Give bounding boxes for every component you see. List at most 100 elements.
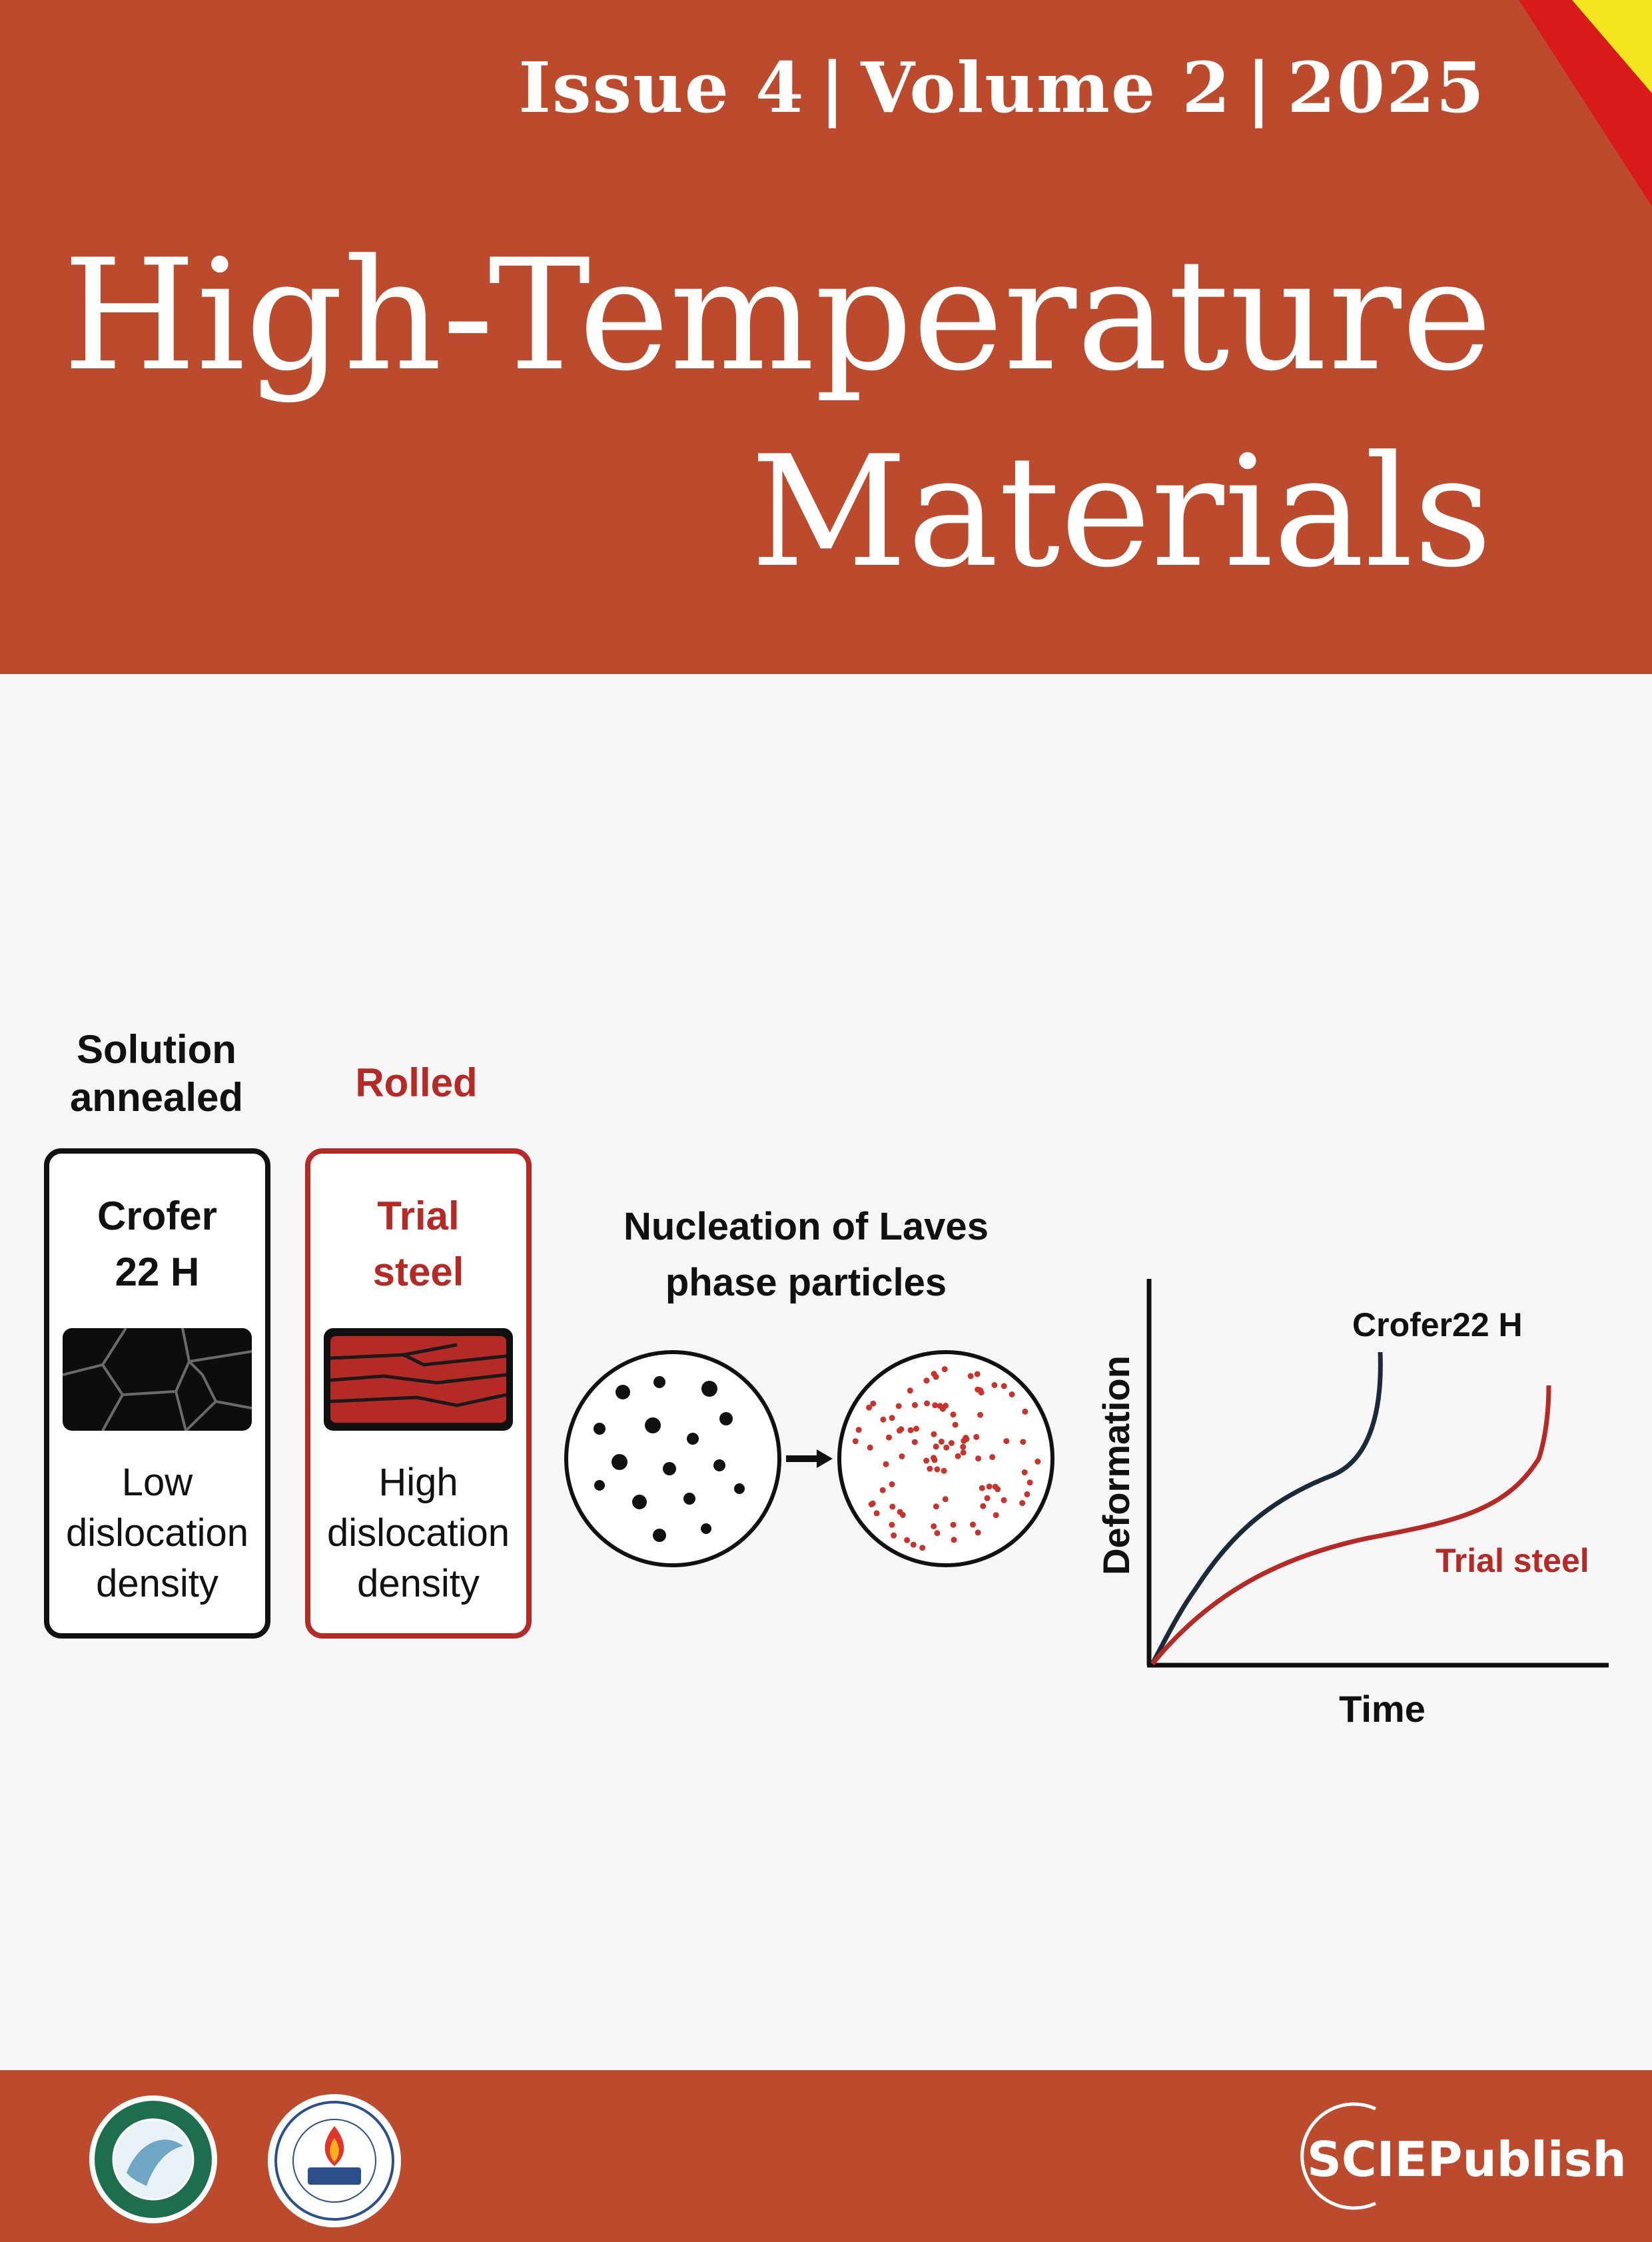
fine-precipitate-dot bbox=[931, 1431, 937, 1437]
coarse-precipitate-dots bbox=[594, 1376, 745, 1542]
fine-precipitate-dot bbox=[907, 1427, 914, 1433]
fine-precipitate-dot bbox=[923, 1457, 930, 1464]
skl-laboratory-seal-icon bbox=[268, 2094, 401, 2227]
fine-precipitate-dot bbox=[950, 1411, 957, 1418]
fine-precipitate-dot bbox=[1019, 1500, 1026, 1507]
journal-title-line2: Materials bbox=[750, 424, 1492, 601]
fine-precipitate-dot bbox=[855, 1427, 862, 1433]
fine-precipitate-dot bbox=[934, 1530, 941, 1537]
fine-precipitate-dot bbox=[955, 1453, 961, 1459]
fine-precipitate-dot bbox=[910, 1541, 917, 1548]
fine-precipitate-dot bbox=[986, 1483, 993, 1490]
fine-precipitate-dot bbox=[931, 1371, 937, 1377]
fine-precipitate-dot bbox=[977, 1411, 984, 1418]
series-label-crofer: Crofer22 H bbox=[1352, 1306, 1523, 1343]
series-label-trial-steel: Trial steel bbox=[1436, 1542, 1589, 1579]
fine-precipitate-dot bbox=[950, 1521, 957, 1528]
fine-precipitate-dot bbox=[942, 1496, 949, 1503]
issue-volume-year: Issue 4|Volume 2|2025 bbox=[518, 47, 1485, 129]
corner-ribbon-icon bbox=[1519, 0, 1652, 206]
fine-precipitate-dot bbox=[973, 1433, 980, 1440]
fine-precipitate-dot bbox=[879, 1487, 886, 1493]
fine-precipitate-dot bbox=[1027, 1479, 1033, 1486]
fine-precipitate-dot bbox=[933, 1443, 939, 1450]
fine-precipitate-dot bbox=[880, 1416, 887, 1423]
equiaxed-grain-microstructure-icon bbox=[63, 1328, 252, 1431]
fine-precipitate-dot bbox=[1034, 1458, 1041, 1465]
high-dislocation-label: High dislocation density bbox=[326, 1461, 510, 1605]
fine-precipitate-dot bbox=[904, 1537, 911, 1543]
fine-precipitate-dot bbox=[873, 1510, 880, 1517]
nucleation-label: Nucleation of Laves phase particles bbox=[623, 1205, 989, 1304]
deformation-time-plot: Deformation Time Crofer22 H Trial steel bbox=[1095, 1279, 1609, 1730]
fine-precipitate-dot bbox=[899, 1453, 905, 1459]
fine-precipitate-dot bbox=[907, 1387, 913, 1394]
fine-precipitate-dot bbox=[898, 1426, 905, 1433]
fine-precipitate-dot bbox=[1001, 1383, 1007, 1389]
fine-precipitate-dot bbox=[989, 1454, 996, 1461]
fine-precipitate-dot bbox=[941, 1467, 947, 1474]
graphical-abstract: Solution annealed Crofer 22 H bbox=[0, 986, 1652, 1818]
fine-precipitate-dot bbox=[979, 1485, 985, 1491]
crofer-label: Crofer 22 H bbox=[97, 1194, 218, 1294]
university-seal-icon bbox=[89, 2095, 217, 2223]
publisher-arc-icon bbox=[1300, 2102, 1377, 2210]
journal-title-line1: High-Temperature bbox=[63, 227, 1492, 405]
fine-precipitate-dot bbox=[1009, 1391, 1015, 1397]
fine-precipitate-dot bbox=[931, 1455, 937, 1461]
fine-precipitate-dot bbox=[889, 1503, 896, 1510]
publication-year: 2025 bbox=[1287, 47, 1485, 129]
fine-precipitate-dot bbox=[975, 1529, 981, 1536]
fine-precipitate-dot bbox=[867, 1444, 873, 1451]
fine-precipitate-dot bbox=[943, 1444, 950, 1451]
cover-header: Issue 4|Volume 2|2025 High-Temperature M… bbox=[0, 0, 1652, 674]
fine-precipitate-dot bbox=[967, 1373, 974, 1379]
series-line-crofer bbox=[1150, 1351, 1383, 1665]
publisher-logo: SCIEPublish bbox=[1259, 2099, 1627, 2213]
fine-precipitate-dot bbox=[980, 1503, 987, 1509]
fine-precipitate-dot bbox=[933, 1503, 939, 1510]
coarse-precipitates-circle bbox=[564, 1350, 781, 1567]
fine-precipitate-dot bbox=[870, 1400, 877, 1407]
nucleation-diagram bbox=[564, 1350, 1054, 1567]
fine-precipitate-dot bbox=[952, 1421, 959, 1428]
fine-precipitate-dot bbox=[939, 1405, 946, 1412]
fine-precipitate-dot bbox=[886, 1434, 892, 1441]
fine-precipitate-dot bbox=[924, 1400, 930, 1407]
fine-precipitate-dot bbox=[889, 1521, 895, 1528]
volume-number: Volume 2 bbox=[861, 47, 1232, 129]
fine-precipitate-dot bbox=[938, 1438, 945, 1445]
fine-precipitate-dot bbox=[1001, 1497, 1007, 1503]
fine-precipitate-dot bbox=[991, 1382, 998, 1388]
fine-precipitate-dot bbox=[1020, 1439, 1027, 1445]
fine-precipitate-dot bbox=[927, 1465, 933, 1472]
fine-precipitate-dot bbox=[974, 1371, 981, 1377]
fine-precipitate-dot bbox=[1024, 1491, 1031, 1497]
separator: | bbox=[1246, 47, 1273, 129]
rolled-heading: Rolled bbox=[355, 1060, 478, 1105]
fine-precipitate-dot bbox=[984, 1495, 991, 1501]
fine-precipitate-dot bbox=[993, 1512, 999, 1519]
fine-precipitate-dots bbox=[852, 1366, 1041, 1551]
publisher-name: SCIEPublish bbox=[1307, 2131, 1627, 2187]
fine-precipitate-dot bbox=[1021, 1469, 1028, 1475]
fine-precipitate-dot bbox=[970, 1521, 976, 1528]
fine-precipitate-dot bbox=[960, 1449, 967, 1456]
x-axis-label: Time bbox=[1339, 1688, 1426, 1730]
trial-steel-box: Trial steel High dislocation density bbox=[305, 1148, 532, 1639]
fine-precipitate-dot bbox=[869, 1500, 876, 1507]
fine-precipitate-dot bbox=[975, 1455, 982, 1462]
fine-precipitate-dot bbox=[889, 1415, 895, 1421]
separator: | bbox=[819, 47, 847, 129]
fine-precipitate-dot bbox=[1003, 1438, 1010, 1445]
arrow-right-icon bbox=[786, 1449, 833, 1468]
fine-precipitate-dot bbox=[912, 1402, 918, 1408]
fine-precipitate-dot bbox=[891, 1532, 897, 1539]
fine-precipitate-dot bbox=[895, 1403, 902, 1409]
fine-precipitate-dot bbox=[852, 1438, 859, 1445]
fine-precipitate-dot bbox=[978, 1389, 985, 1396]
fine-precipitate-dot bbox=[883, 1461, 889, 1467]
issue-number: Issue 4 bbox=[518, 47, 805, 129]
low-dislocation-label: Low dislocation density bbox=[65, 1461, 249, 1605]
